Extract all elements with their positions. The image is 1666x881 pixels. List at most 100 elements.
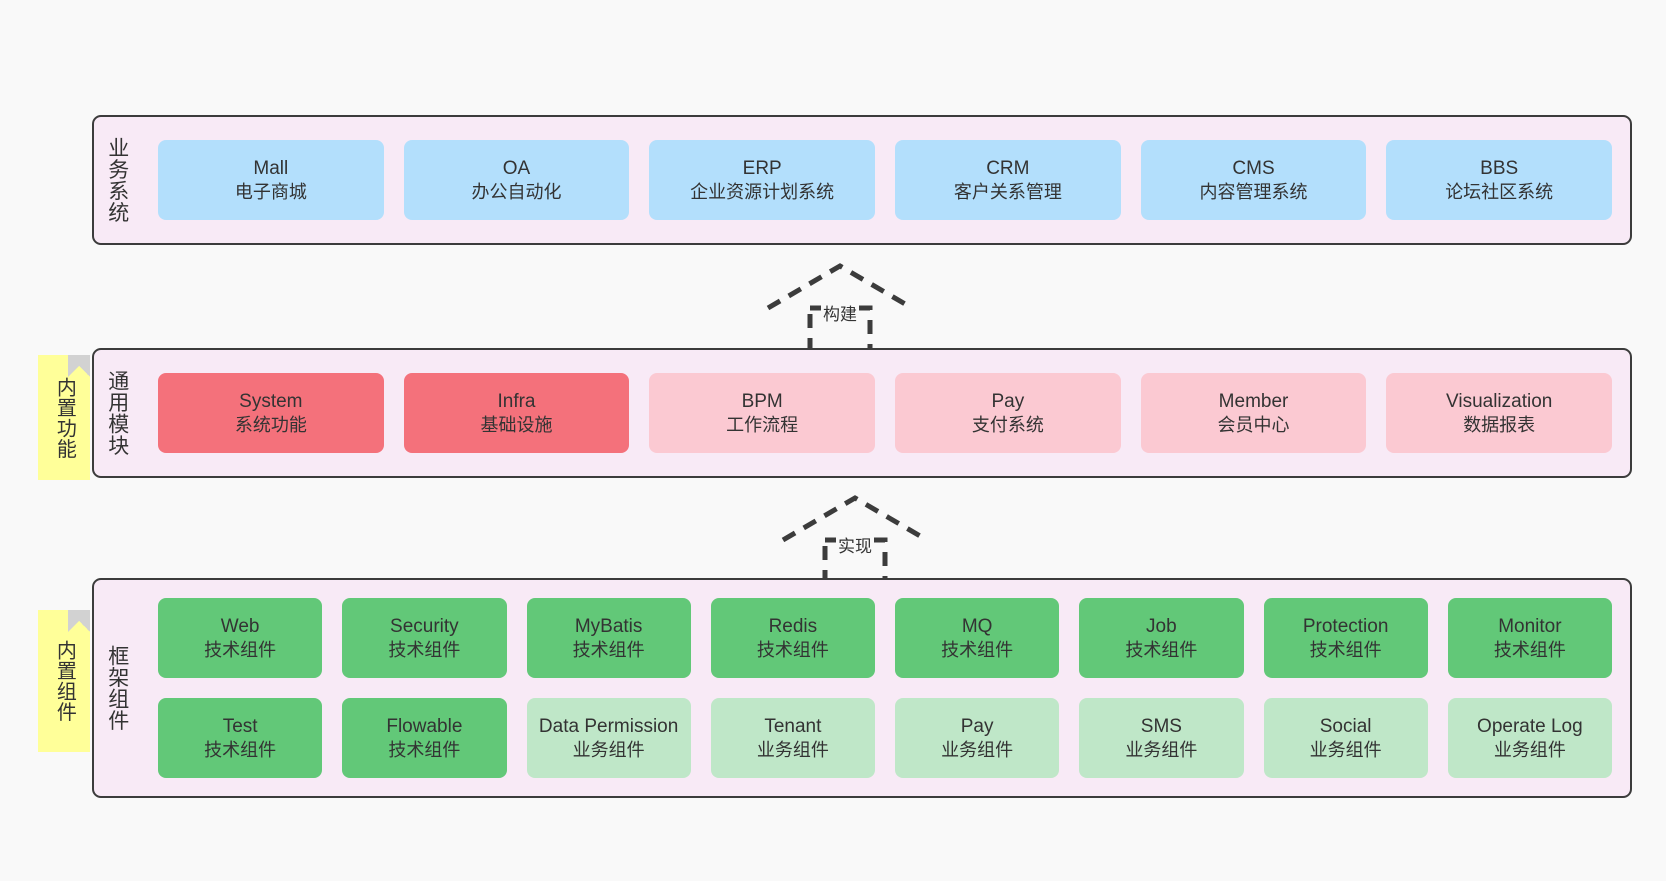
layer-business-systems: 业务系统 Mall 电子商城 OA 办公自动化 ERP 企业资源计划系统 CRM… xyxy=(92,115,1632,245)
layer-caption-common: 通用模块 xyxy=(105,370,129,456)
card-title: ERP xyxy=(742,158,782,180)
card-protection[interactable]: Protection 技术组件 xyxy=(1263,598,1428,678)
card-crm[interactable]: CRM 客户关系管理 xyxy=(895,140,1121,220)
card-subtitle: 办公自动化 xyxy=(471,181,562,202)
layer-body-common: System 系统功能 Infra 基础设施 BPM 工作流程 Pay 支付系统… xyxy=(140,350,1630,476)
card-cms[interactable]: CMS 内容管理系统 xyxy=(1140,140,1367,220)
card-title: System xyxy=(239,391,303,413)
card-title: Security xyxy=(390,616,459,638)
card-title: Redis xyxy=(768,616,818,638)
card-sms[interactable]: SMS 业务组件 xyxy=(1079,698,1244,778)
card-mall[interactable]: Mall 电子商城 xyxy=(158,140,384,220)
card-title: Social xyxy=(1319,716,1372,738)
card-row: Mall 电子商城 OA 办公自动化 ERP 企业资源计划系统 CRM 客户关系… xyxy=(158,140,1613,220)
card-mq[interactable]: MQ 技术组件 xyxy=(895,598,1060,678)
card-row: Web 技术组件 Security 技术组件 MyBatis 技术组件 Redi… xyxy=(158,598,1612,678)
card-row: System 系统功能 Infra 基础设施 BPM 工作流程 Pay 支付系统… xyxy=(158,373,1613,453)
card-subtitle: 技术组件 xyxy=(388,639,461,660)
sticky-fold-corner xyxy=(68,610,90,632)
card-erp[interactable]: ERP 企业资源计划系统 xyxy=(649,140,876,220)
card-subtitle: 业务组件 xyxy=(756,739,829,760)
sticky-note-label: 内置组件 xyxy=(53,640,76,722)
card-flowable[interactable]: Flowable 技术组件 xyxy=(342,698,507,778)
card-title: CMS xyxy=(1232,158,1275,180)
card-title: Pay xyxy=(960,716,994,738)
sticky-note-builtin-features: 内置功能 xyxy=(38,355,90,480)
card-title: Data Permission xyxy=(538,716,679,738)
card-job[interactable]: Job 技术组件 xyxy=(1079,598,1244,678)
card-title: BPM xyxy=(741,391,783,413)
card-title: Test xyxy=(222,716,258,738)
card-web[interactable]: Web 技术组件 xyxy=(158,598,323,678)
card-row: Test 技术组件 Flowable 技术组件 Data Permission … xyxy=(158,698,1612,778)
card-bbs[interactable]: BBS 论坛社区系统 xyxy=(1386,140,1613,220)
card-system[interactable]: System 系统功能 xyxy=(158,373,384,453)
card-mybatis[interactable]: MyBatis 技术组件 xyxy=(526,598,691,678)
card-title: Flowable xyxy=(386,716,463,738)
card-title: Job xyxy=(1146,616,1177,638)
card-title: OA xyxy=(502,158,531,180)
card-title: Operate Log xyxy=(1477,716,1583,738)
card-subtitle: 技术组件 xyxy=(1493,639,1566,660)
layer-body-business: Mall 电子商城 OA 办公自动化 ERP 企业资源计划系统 CRM 客户关系… xyxy=(140,117,1630,243)
card-subtitle: 数据报表 xyxy=(1463,414,1536,435)
card-pay[interactable]: Pay 支付系统 xyxy=(895,373,1121,453)
card-subtitle: 电子商城 xyxy=(234,181,307,202)
card-title: Pay xyxy=(991,391,1025,413)
card-tenant[interactable]: Tenant 业务组件 xyxy=(710,698,875,778)
card-data-permission[interactable]: Data Permission 业务组件 xyxy=(526,698,691,778)
card-subtitle: 技术组件 xyxy=(388,739,461,760)
card-subtitle: 会员中心 xyxy=(1217,414,1290,435)
card-monitor[interactable]: Monitor 技术组件 xyxy=(1447,598,1612,678)
card-subtitle: 内容管理系统 xyxy=(1199,181,1308,202)
layer-common-modules: 通用模块 System 系统功能 Infra 基础设施 BPM 工作流程 Pay… xyxy=(92,348,1632,478)
card-title: SMS xyxy=(1140,716,1182,738)
layer-caption-business: 业务系统 xyxy=(105,137,129,223)
card-title: Monitor xyxy=(1498,616,1562,638)
card-subtitle: 技术组件 xyxy=(756,639,829,660)
card-title: Web xyxy=(220,616,260,638)
sticky-note-label: 内置功能 xyxy=(53,376,76,459)
card-subtitle: 论坛社区系统 xyxy=(1445,181,1554,202)
card-social[interactable]: Social 业务组件 xyxy=(1263,698,1428,778)
card-redis[interactable]: Redis 技术组件 xyxy=(710,598,875,678)
card-subtitle: 支付系统 xyxy=(971,414,1044,435)
card-visualization[interactable]: Visualization 数据报表 xyxy=(1386,373,1613,453)
layer-caption-frame: 框架组件 xyxy=(105,645,129,731)
card-member[interactable]: Member 会员中心 xyxy=(1140,373,1367,453)
card-subtitle: 技术组件 xyxy=(204,739,277,760)
card-subtitle: 技术组件 xyxy=(204,639,277,660)
arrow-head-triangle xyxy=(766,263,914,311)
card-title: MyBatis xyxy=(574,616,643,638)
card-title: Tenant xyxy=(764,716,822,738)
card-security[interactable]: Security 技术组件 xyxy=(342,598,507,678)
card-test[interactable]: Test 技术组件 xyxy=(158,698,323,778)
layer-body-frame: Web 技术组件 Security 技术组件 MyBatis 技术组件 Redi… xyxy=(140,580,1630,796)
sticky-note-builtin-components: 内置组件 xyxy=(38,610,90,752)
card-title: Infra xyxy=(497,391,536,413)
arrow-build: 构建 xyxy=(760,262,920,358)
card-subtitle: 企业资源计划系统 xyxy=(690,181,835,202)
card-subtitle: 系统功能 xyxy=(234,414,307,435)
card-title: MQ xyxy=(961,616,993,638)
card-title: CRM xyxy=(986,158,1030,180)
card-title: BBS xyxy=(1480,158,1519,180)
card-title: Protection xyxy=(1302,616,1389,638)
card-subtitle: 客户关系管理 xyxy=(953,181,1062,202)
card-subtitle: 技术组件 xyxy=(1309,639,1382,660)
card-subtitle: 业务组件 xyxy=(941,739,1014,760)
layer-framework-components: 框架组件 Web 技术组件 Security 技术组件 MyBatis 技术组件… xyxy=(92,578,1632,798)
card-subtitle: 业务组件 xyxy=(1493,739,1566,760)
card-bpm[interactable]: BPM 工作流程 xyxy=(649,373,876,453)
card-subtitle: 业务组件 xyxy=(1125,739,1198,760)
card-subtitle: 技术组件 xyxy=(572,639,645,660)
card-oa[interactable]: OA 办公自动化 xyxy=(403,140,630,220)
arrow-build-label: 构建 xyxy=(821,300,859,325)
card-infra[interactable]: Infra 基础设施 xyxy=(403,373,630,453)
card-subtitle: 业务组件 xyxy=(572,739,645,760)
card-title: Visualization xyxy=(1446,391,1553,413)
card-pay-component[interactable]: Pay 业务组件 xyxy=(895,698,1060,778)
card-operate-log[interactable]: Operate Log 业务组件 xyxy=(1447,698,1612,778)
card-title: Member xyxy=(1218,391,1289,413)
